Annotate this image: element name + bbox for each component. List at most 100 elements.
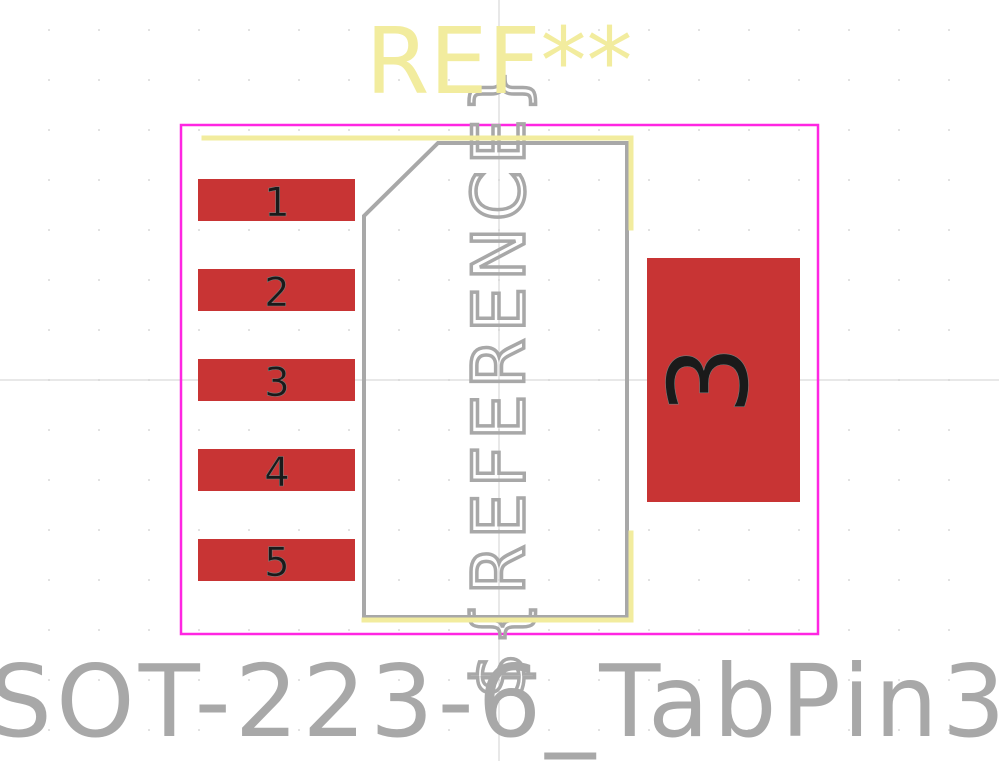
- grid-dot: [748, 79, 750, 81]
- grid-dot: [398, 279, 400, 281]
- grid-dot: [448, 179, 450, 181]
- grid-dot: [598, 679, 600, 681]
- grid-dot: [948, 29, 950, 31]
- grid-dot: [948, 729, 950, 731]
- grid-dot: [798, 29, 800, 31]
- grid-dot: [298, 29, 300, 31]
- pad-1[interactable]: 1: [198, 179, 355, 226]
- grid-dot: [148, 529, 150, 531]
- fab-reference-text: ${REFERENCE}: [457, 62, 541, 699]
- grid-dot: [648, 529, 650, 531]
- grid-dot: [648, 629, 650, 631]
- grid-dot: [548, 679, 550, 681]
- grid-dot: [298, 429, 300, 431]
- grid-dot: [448, 279, 450, 281]
- grid-dot: [248, 329, 250, 331]
- grid-dot: [348, 129, 350, 131]
- pad-5[interactable]: 5: [198, 539, 355, 586]
- grid-dot: [548, 579, 550, 581]
- pad-4-number: 4: [264, 450, 289, 496]
- grid-dot: [898, 579, 900, 581]
- grid-dot: [898, 179, 900, 181]
- grid-dot: [948, 479, 950, 481]
- grid-dot: [348, 679, 350, 681]
- grid-dot: [148, 429, 150, 431]
- grid-dot: [548, 79, 550, 81]
- grid-dot: [348, 429, 350, 431]
- grid-dot: [548, 129, 550, 131]
- grid-dot: [348, 729, 350, 731]
- grid-dot: [898, 329, 900, 331]
- pad-2[interactable]: 2: [198, 269, 355, 316]
- grid-dot: [148, 679, 150, 681]
- grid-dot: [898, 629, 900, 631]
- grid-dot: [648, 29, 650, 31]
- grid-dot: [748, 29, 750, 31]
- pad-4[interactable]: 4: [198, 449, 355, 496]
- grid-dot: [98, 129, 100, 131]
- footprint-value-text: SOT-223-6_TabPin3: [0, 643, 999, 760]
- grid-dot: [948, 329, 950, 331]
- grid-dot: [598, 529, 600, 531]
- grid-dot: [148, 579, 150, 581]
- grid-dot: [198, 229, 200, 231]
- grid-dot: [898, 729, 900, 731]
- grid-dot: [748, 679, 750, 681]
- grid-dot: [848, 229, 850, 231]
- grid-dot: [598, 179, 600, 181]
- grid-dot: [898, 279, 900, 281]
- grid-dot: [98, 679, 100, 681]
- grid-dot: [848, 529, 850, 531]
- grid-dot: [298, 679, 300, 681]
- grid-dot: [898, 529, 900, 531]
- grid-dot: [548, 279, 550, 281]
- grid-dot: [98, 79, 100, 81]
- pad-5-copper: [198, 539, 355, 581]
- grid-dot: [848, 179, 850, 181]
- grid-dot: [698, 629, 700, 631]
- grid-dot: [898, 229, 900, 231]
- grid-dot: [598, 129, 600, 131]
- tab-pad[interactable]: 3: [645, 258, 800, 502]
- grid-dot: [598, 579, 600, 581]
- grid-dot: [98, 729, 100, 731]
- pad-2-copper: [198, 269, 355, 311]
- grid-dot: [948, 679, 950, 681]
- grid-dot: [548, 729, 550, 731]
- grid-dot: [98, 579, 100, 581]
- grid-dot: [548, 629, 550, 631]
- grid-dot: [748, 629, 750, 631]
- grid-dot: [698, 79, 700, 81]
- grid-dot: [598, 729, 600, 731]
- grid-dot: [148, 279, 150, 281]
- grid-dot: [198, 679, 200, 681]
- grid-dot: [898, 29, 900, 31]
- grid-dot: [48, 579, 50, 581]
- pad-3[interactable]: 3: [198, 359, 355, 406]
- tab-pad-number: 3: [645, 345, 773, 415]
- grid-dot: [648, 179, 650, 181]
- grid-dot: [548, 429, 550, 431]
- grid-dot: [48, 129, 50, 131]
- pad-5-number: 5: [264, 540, 289, 586]
- grid-dot: [598, 79, 600, 81]
- grid-dot: [948, 229, 950, 231]
- grid-dot: [448, 729, 450, 731]
- grid-dot: [548, 479, 550, 481]
- grid-dot: [98, 279, 100, 281]
- grid-dot: [48, 429, 50, 431]
- grid-dot: [248, 729, 250, 731]
- grid-dot: [198, 429, 200, 431]
- grid-dot: [348, 79, 350, 81]
- grid-dot: [748, 529, 750, 531]
- grid-dot: [948, 579, 950, 581]
- grid-dot: [948, 179, 950, 181]
- grid-dot: [748, 129, 750, 131]
- grid-dot: [948, 129, 950, 131]
- grid-dot: [48, 479, 50, 481]
- grid-dot: [348, 29, 350, 31]
- grid-dot: [398, 629, 400, 631]
- grid-dot: [298, 329, 300, 331]
- grid-dot: [548, 329, 550, 331]
